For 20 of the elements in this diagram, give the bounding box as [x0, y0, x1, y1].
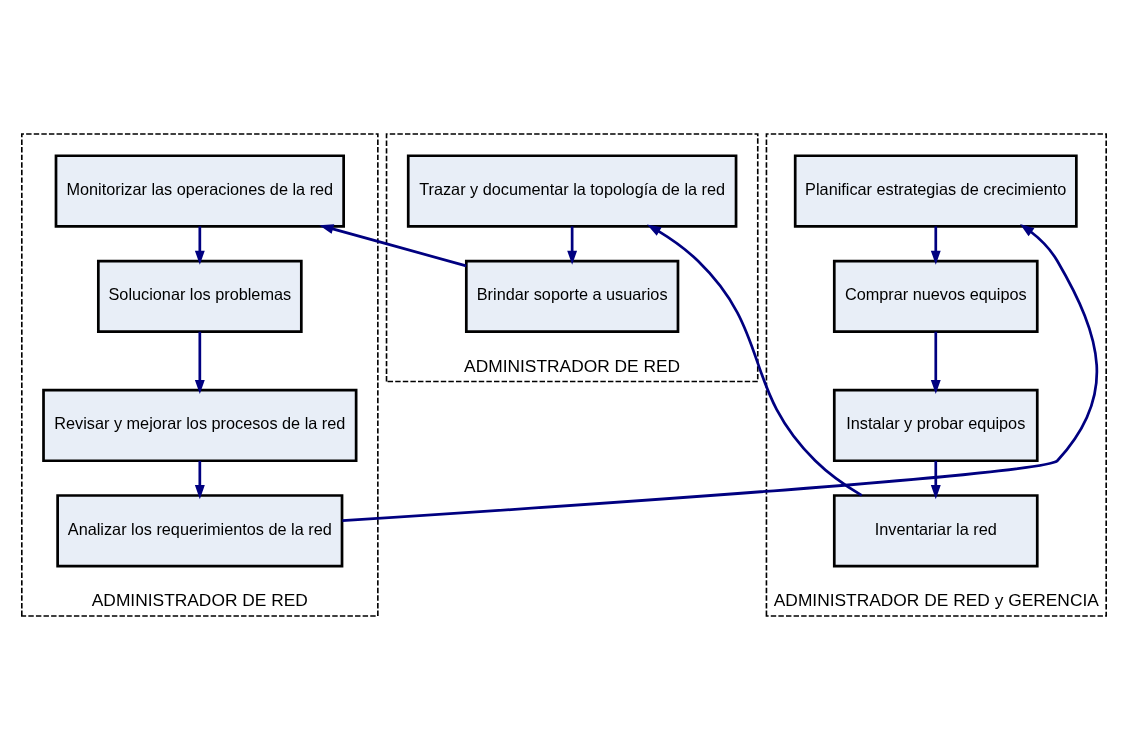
node-box: Revisar y mejorar los procesos de la red — [42, 388, 358, 462]
node-box: Trazar y documentar la topología de la red — [406, 153, 738, 228]
node-box: Instalar y probar equipos — [832, 388, 1039, 462]
node-box: Planificar estrategias de crecimiento — [793, 153, 1078, 228]
node-box: Inventariar la red — [832, 493, 1039, 567]
arrow — [319, 223, 467, 267]
arrow — [194, 225, 205, 265]
arrow — [647, 223, 863, 497]
node-box: Solucionar los problemas — [96, 259, 303, 333]
arrow — [567, 225, 578, 265]
node-box: Comprar nuevos equipos — [832, 259, 1039, 333]
arrow — [930, 460, 941, 499]
arrow — [194, 460, 205, 499]
node-box: Brindar soporte a usuarios — [464, 259, 680, 333]
arrow — [930, 225, 941, 265]
arrow — [930, 331, 941, 394]
arrow — [342, 223, 1098, 522]
arrow — [194, 331, 205, 394]
node-box: Analizar los requerimientos de la red — [56, 493, 344, 567]
node-box: Monitorizar las operaciones de la red — [54, 153, 345, 228]
